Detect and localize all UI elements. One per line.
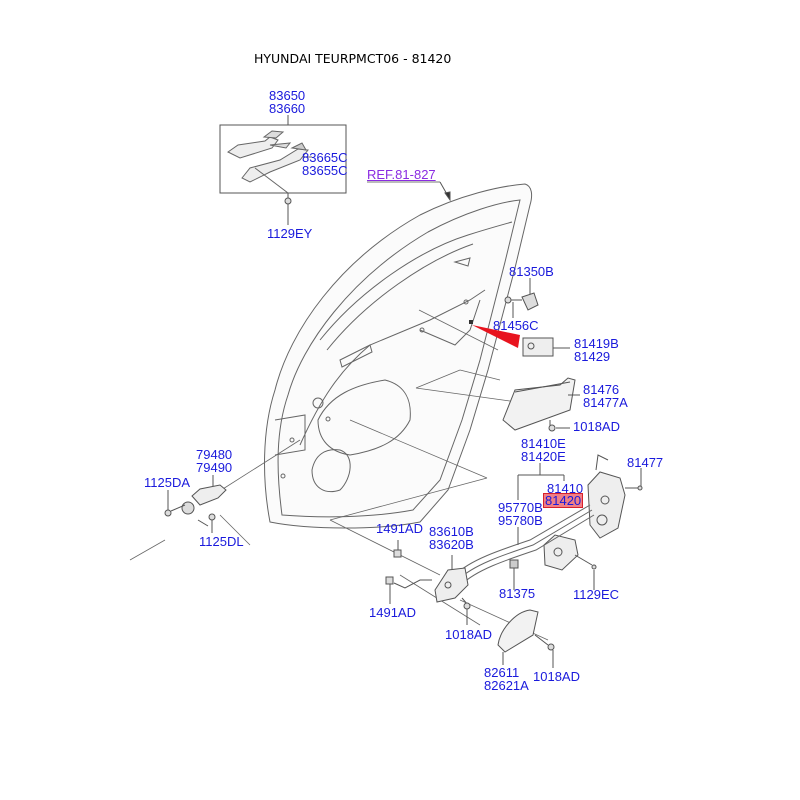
striker-illustration — [504, 278, 539, 318]
checker-illustration — [164, 475, 227, 533]
part-label-83650[interactable]: 83650 — [269, 88, 306, 103]
cable-clip-illustration — [509, 559, 519, 590]
part-label-1018ad-cover-screw[interactable]: 1018AD — [533, 669, 580, 684]
actuator-illustration — [543, 534, 597, 590]
part-label-1018ad-handle[interactable]: 1018AD — [445, 627, 492, 642]
part-label-81375[interactable]: 81375 — [499, 586, 536, 601]
part-label-79480[interactable]: 79480 — [196, 447, 233, 462]
part-label-81410[interactable]: 81410 — [547, 481, 584, 496]
outside-handle-illustration — [227, 130, 312, 194]
part-label-79490[interactable]: 79490 — [196, 460, 233, 475]
guide-lines — [129, 309, 549, 641]
part-label-1491ad-upper[interactable]: 1491AD — [376, 521, 423, 536]
outside-handle-box — [219, 124, 347, 194]
part-label-83660[interactable]: 83660 — [269, 101, 306, 116]
part-label-95780b[interactable]: 95780B — [498, 513, 543, 528]
reference-link-door[interactable]: REF.81-827 — [367, 167, 436, 182]
part-label-81410e[interactable]: 81410E — [521, 436, 566, 451]
label-plate-illustration — [522, 337, 570, 357]
part-label-83665c[interactable]: 83665C — [302, 150, 348, 165]
part-label-82611[interactable]: 82611 — [484, 665, 520, 680]
part-label-81350b[interactable]: 81350B — [509, 264, 554, 279]
latch-illustration — [587, 454, 643, 539]
part-label-81420-highlighted[interactable]: 81420 — [542, 493, 584, 508]
latch-cover-illustration — [502, 377, 580, 432]
part-label-1018ad-cover[interactable]: 1018AD — [573, 419, 620, 434]
title-text: HYUNDAI TEURPMCT06 - 81420 — [254, 51, 452, 66]
part-label-81456c[interactable]: 81456C — [493, 318, 539, 333]
inside-handle-cover-illustration — [497, 609, 555, 668]
part-label-1125dl[interactable]: 1125DL — [199, 534, 244, 549]
pointer-arrow — [472, 325, 520, 348]
latch-bracket — [517, 463, 565, 545]
part-label-81477a[interactable]: 81477A — [583, 395, 628, 410]
part-label-81477[interactable]: 81477 — [627, 455, 664, 470]
part-label-83620b[interactable]: 83620B — [429, 537, 474, 552]
part-label-1491ad-lower[interactable]: 1491AD — [369, 605, 416, 620]
part-label-1129ec[interactable]: 1129EC — [573, 587, 620, 602]
part-label-81419b[interactable]: 81419B — [574, 336, 619, 351]
part-label-82621a[interactable]: 82621A — [484, 678, 529, 693]
part-label-83655c[interactable]: 83655C — [302, 163, 348, 178]
part-label-81476[interactable]: 81476 — [583, 382, 620, 397]
part-label-1129ey[interactable]: 1129EY — [267, 226, 313, 241]
part-label-81429[interactable]: 81429 — [574, 349, 611, 364]
inside-handle-illustration — [434, 555, 471, 625]
door-illustration — [264, 183, 533, 529]
part-label-95770b[interactable]: 95770B — [498, 500, 543, 515]
clips-illustration — [385, 540, 432, 604]
part-label-81420e[interactable]: 81420E — [521, 449, 566, 464]
part-label-1125da[interactable]: 1125DA — [144, 475, 191, 490]
part-label-83610b[interactable]: 83610B — [429, 524, 474, 539]
